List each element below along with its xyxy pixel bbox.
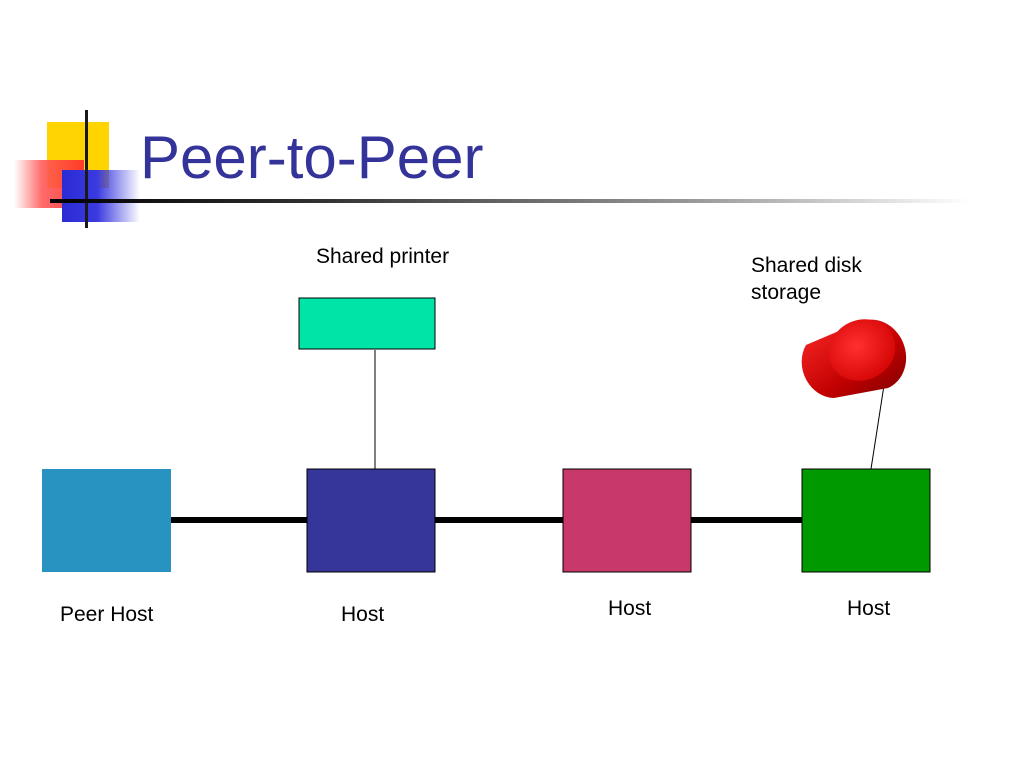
host-label-1: Host — [341, 603, 385, 626]
shared-disk-label-line2: storage — [751, 281, 822, 304]
decorative-blue-square — [62, 170, 140, 222]
shared-printer-box[interactable] — [298, 297, 436, 350]
shared-disk-label-line1: Shared disk — [751, 254, 862, 277]
decorative-vertical-line — [85, 110, 88, 228]
host-box-2[interactable] — [562, 468, 692, 573]
shared-disk-cylinder[interactable] — [801, 308, 907, 398]
host-box-1[interactable] — [306, 468, 436, 573]
peer-host-box[interactable] — [42, 469, 171, 572]
host-label-2: Host — [608, 597, 652, 620]
peer-host-label: Peer Host — [60, 603, 154, 626]
title-underline — [50, 199, 970, 203]
shared-printer-label: Shared printer — [316, 245, 450, 268]
host-box-3[interactable] — [801, 468, 931, 573]
slide-title: Peer-to-Peer — [140, 124, 484, 191]
host-label-3: Host — [847, 597, 891, 620]
